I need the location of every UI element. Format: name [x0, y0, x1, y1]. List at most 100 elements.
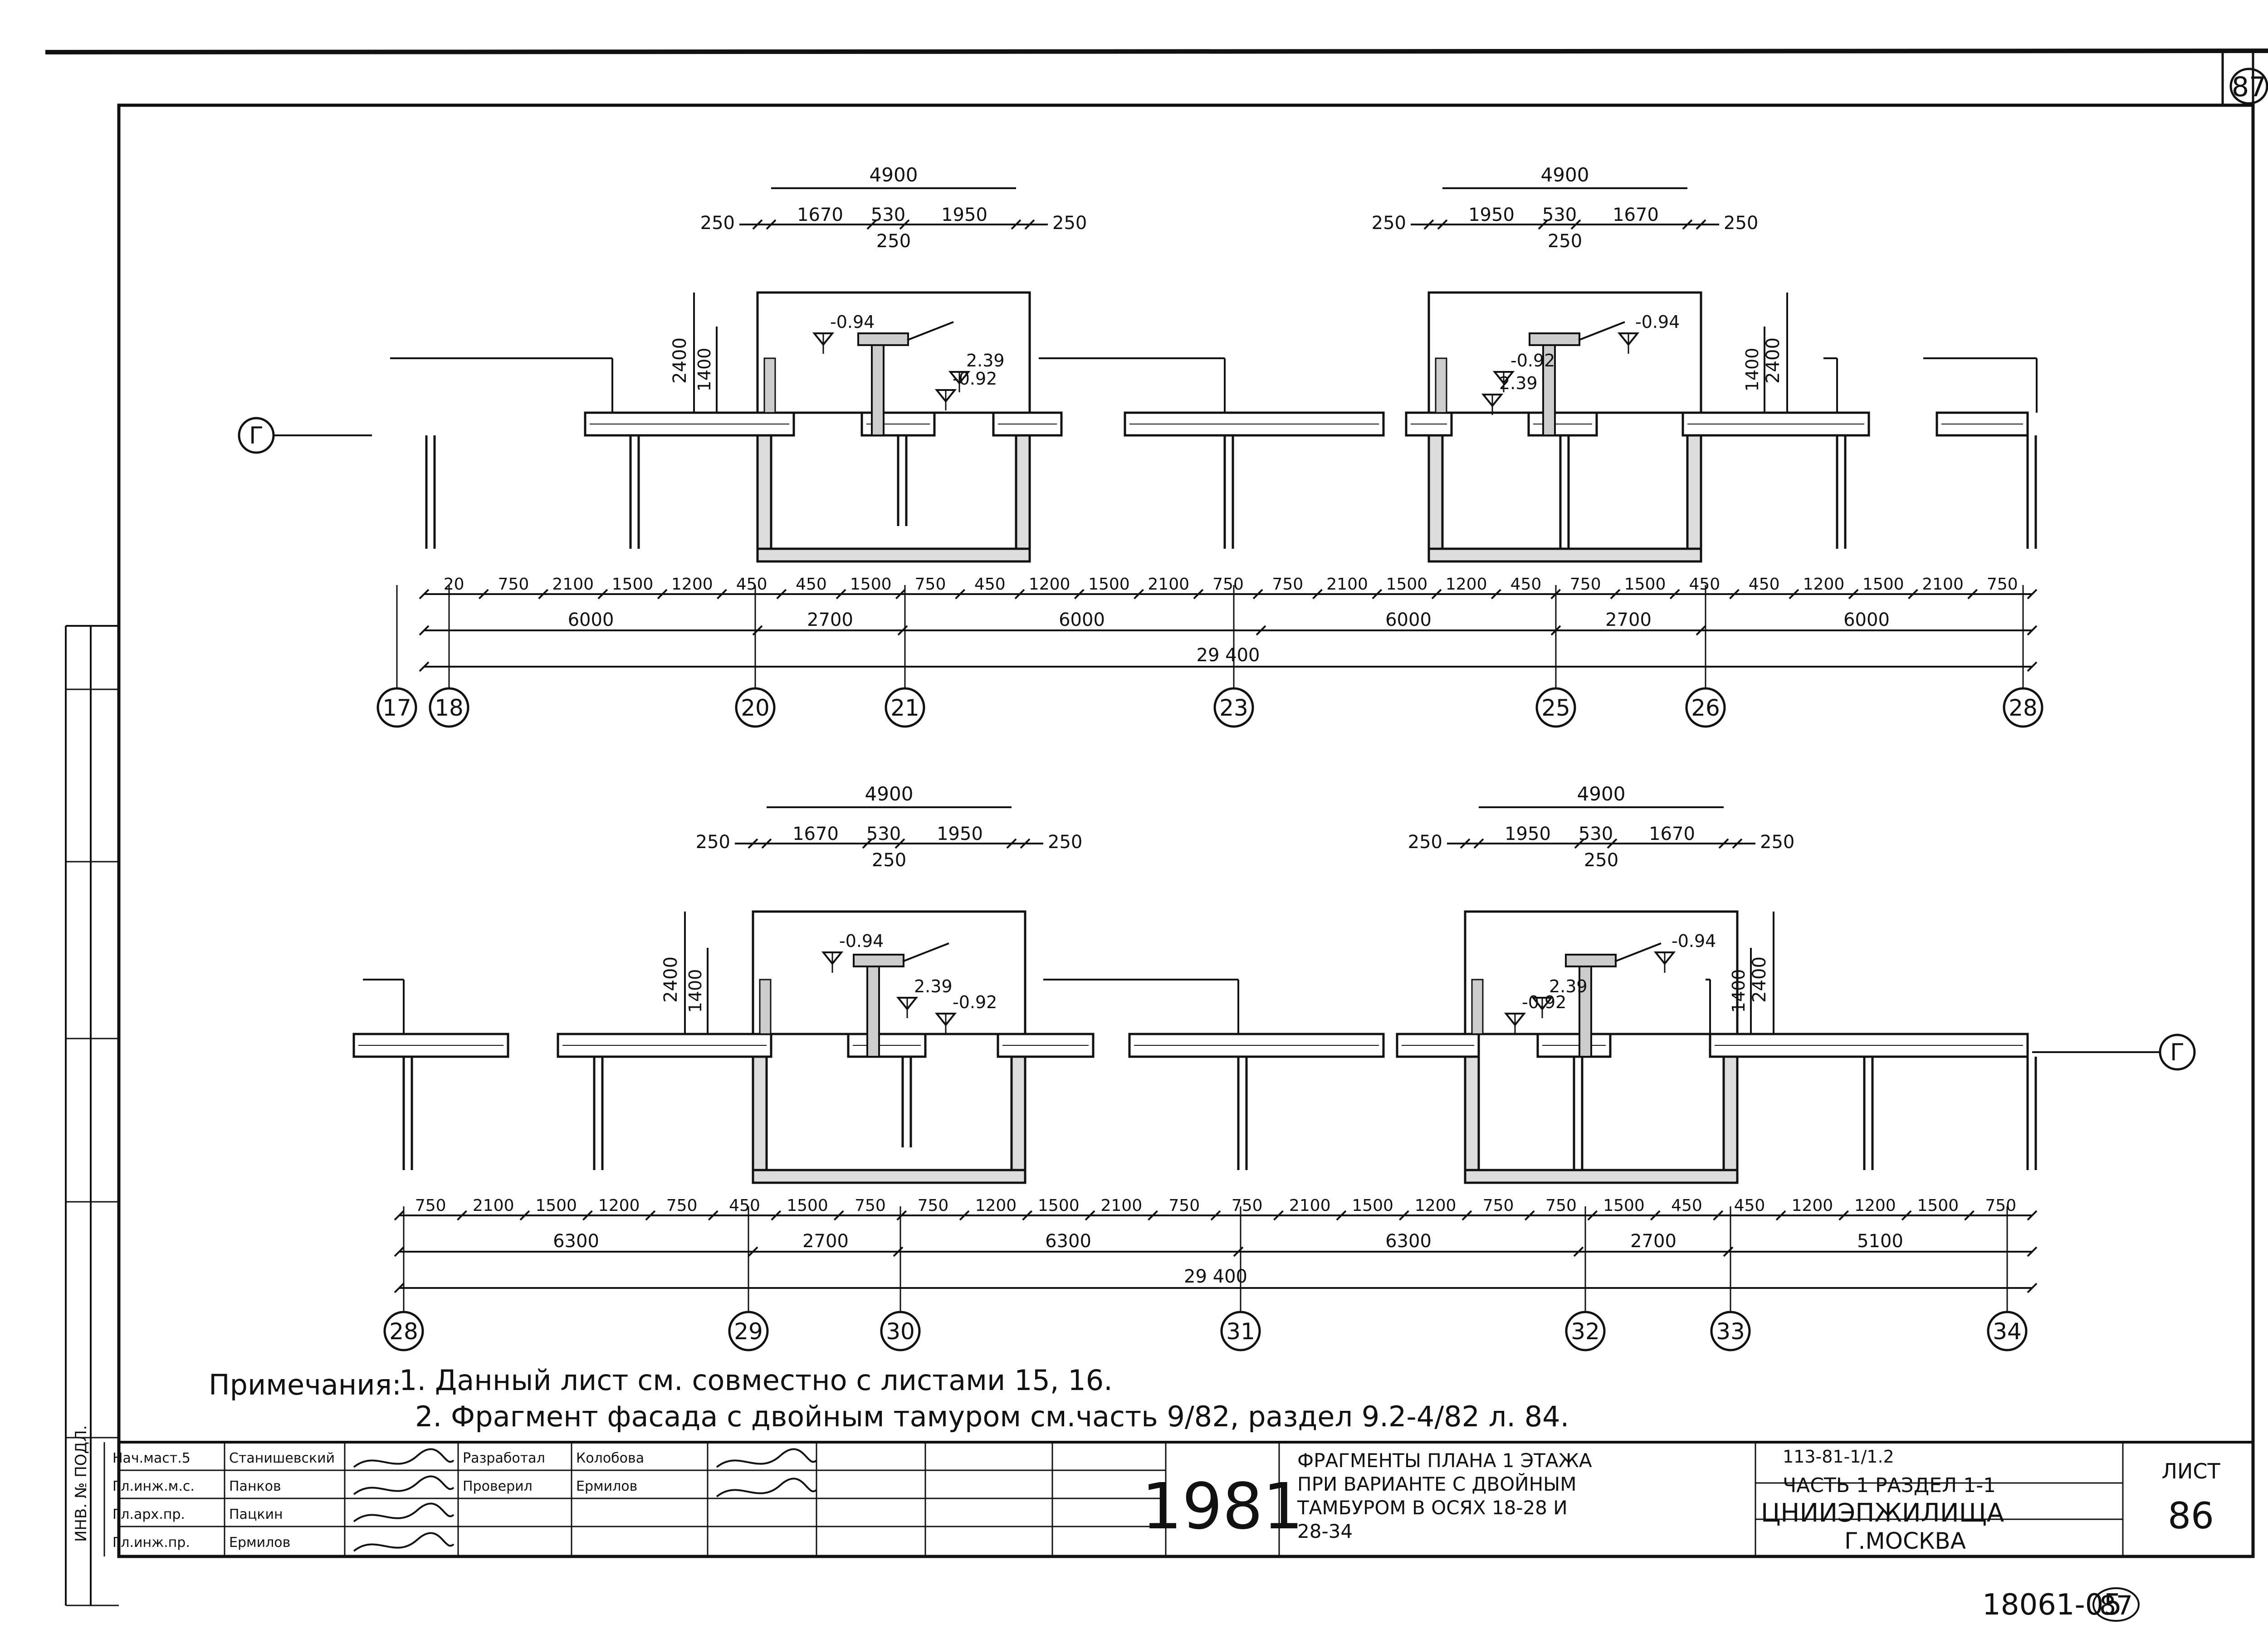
level-label: -0.94: [839, 931, 884, 951]
wall-hatch: [759, 979, 772, 1035]
wall-hatch: [1471, 979, 1484, 1035]
axis-bubble-label: 33: [1716, 1318, 1745, 1345]
title-org: ЦНИИЭПЖИЛИЩА: [1761, 1498, 2004, 1528]
dim-row1: 1200: [671, 575, 713, 594]
dim-tick: [959, 1210, 970, 1221]
dim-tick: [1372, 589, 1383, 600]
title-name: Пацкин: [229, 1507, 283, 1522]
dim-label: 250: [1724, 213, 1758, 234]
axis-bubble: [383, 1311, 424, 1351]
signature: [353, 1502, 455, 1522]
signature: [353, 1448, 455, 1468]
dim-label: 1950: [937, 824, 983, 844]
axis-bubble-label: 25: [1541, 695, 1570, 721]
inner-partition: [857, 332, 909, 346]
door-swing: [1578, 321, 1625, 341]
height-dim: 2400: [1749, 956, 1770, 1003]
door-swing: [902, 942, 949, 962]
axis-bubble: [429, 687, 469, 728]
vestibule-bottom-wall: [752, 1169, 1026, 1184]
dim-tick: [1252, 589, 1263, 600]
axis-bubble: [728, 1311, 769, 1351]
axis-bubble: [1565, 1311, 1606, 1351]
height-dim: 1400: [694, 348, 714, 392]
footer-page: 87: [2099, 1590, 2133, 1621]
axis-marker: [238, 417, 275, 454]
level-label: -0.94: [1635, 312, 1680, 332]
dim-row1: 1200: [1792, 1196, 1833, 1215]
signature: [716, 1478, 817, 1497]
door-swing: [1614, 942, 1662, 962]
title-role: Гл.инж.пр.: [112, 1535, 190, 1551]
dim-tick: [766, 219, 777, 230]
dim-tick: [897, 625, 908, 636]
title-role: Гл.инж.м.с.: [112, 1478, 195, 1494]
dim-row1: 1500: [787, 1196, 828, 1215]
wall-hatch: [1435, 357, 1447, 414]
axis-bubble-label: 26: [1691, 695, 1720, 721]
dim-label: 250: [1052, 213, 1087, 234]
axis-marker-label: Г: [249, 422, 264, 449]
axis-bubble: [2003, 687, 2043, 728]
title-name: Панков: [229, 1478, 281, 1494]
axis-bubble: [1220, 1311, 1261, 1351]
title-name2: Ермилов: [576, 1478, 637, 1494]
dim-tick: [1524, 1210, 1535, 1221]
dim-tick: [2027, 1210, 2038, 1221]
dim-tick: [1650, 1210, 1661, 1221]
dim-row1: 450: [1510, 575, 1542, 594]
vestibule-wall: [756, 434, 772, 550]
dim-row1: 750: [1570, 575, 1601, 594]
vestibule-bottom-wall: [1464, 1169, 1739, 1184]
title-year: 1981: [1142, 1470, 1303, 1544]
dim-label: 250: [1048, 832, 1082, 853]
floor-slab: [1709, 1033, 2029, 1058]
dim-row1: 1200: [598, 1196, 640, 1215]
vestibule-wall: [1722, 1055, 1739, 1171]
dim-tick: [1538, 219, 1549, 230]
dim-tick: [394, 1283, 405, 1293]
inner-partition: [866, 961, 880, 1058]
dim-row1: 750: [415, 1196, 446, 1215]
dim-tick: [1723, 1246, 1734, 1257]
dim-tick: [657, 589, 668, 600]
axis-bubble: [1710, 1311, 1751, 1351]
dim-row2: 2700: [802, 1231, 849, 1252]
level-label: -0.92: [953, 992, 997, 1012]
dim-tick: [1491, 589, 1501, 600]
height-dim: 2400: [1763, 337, 1784, 384]
dim-row1: 750: [1212, 575, 1244, 594]
dim-row1: 750: [1985, 1196, 2016, 1215]
dim-row2: 6000: [1385, 610, 1432, 630]
axis-bubble-label: 32: [1571, 1318, 1600, 1345]
title-text: ТАМБУРОМ В ОСЯХ 18-28 И: [1297, 1497, 1568, 1519]
dim-overall: 4900: [1577, 783, 1626, 805]
vestibule-wall: [1010, 1055, 1026, 1171]
dim-tick: [1964, 1210, 1975, 1221]
dim-tick: [955, 589, 966, 600]
axis-bubble-label: 34: [1993, 1318, 2022, 1345]
dim-tick: [1460, 838, 1471, 849]
dim-row1: 750: [498, 575, 529, 594]
dim-tick: [771, 1210, 782, 1221]
dim-row1: 1500: [1352, 1196, 1393, 1215]
dim-tick: [1431, 589, 1442, 600]
dim-row2: 2700: [1605, 610, 1652, 630]
dim-total: 29 400: [1197, 645, 1260, 666]
door-swing: [907, 321, 954, 341]
vestibule-wall: [752, 1055, 768, 1171]
dim-tick: [1610, 589, 1621, 600]
axis-bubble: [376, 687, 417, 728]
dim-row1: 450: [1689, 575, 1721, 594]
dim-label: 250: [1584, 850, 1618, 871]
dim-row1: 2100: [1326, 575, 1368, 594]
dim-tick: [1437, 219, 1448, 230]
axis-bubble: [1535, 687, 1576, 728]
dim-row2: 6000: [568, 610, 614, 630]
dim-row1: 750: [1232, 1196, 1263, 1215]
dim-tick: [1074, 589, 1085, 600]
title-role2: Разработал: [463, 1450, 545, 1466]
dim-tick: [1848, 589, 1859, 600]
dim-tick: [1473, 838, 1484, 849]
